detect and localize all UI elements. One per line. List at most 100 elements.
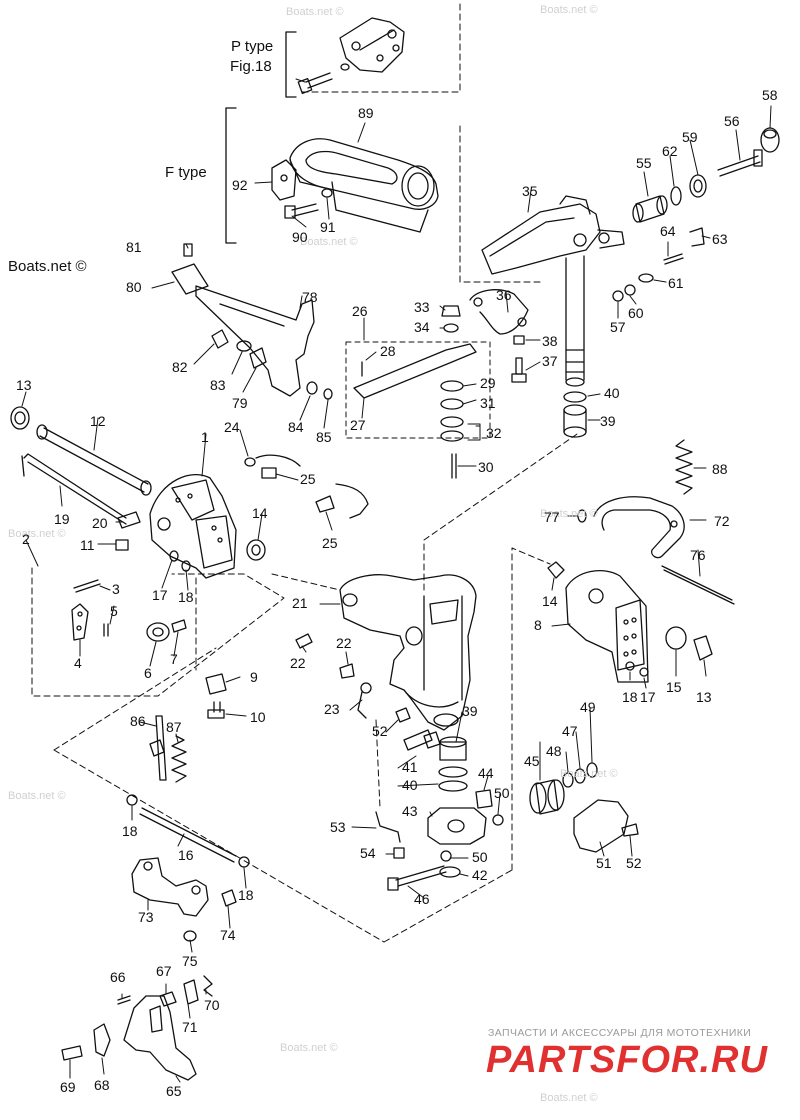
part-label-40: 40 <box>402 777 418 793</box>
part-36-drawing <box>469 289 529 335</box>
part-86-drawing <box>149 715 167 781</box>
part-72-drawing <box>593 496 685 559</box>
part-82-83-79-drawing <box>211 329 267 369</box>
part-label-11: 11 <box>80 537 95 553</box>
part-8-drawing <box>565 570 649 683</box>
f-type-label: F type <box>165 164 207 181</box>
p-type-label: P type <box>231 38 274 55</box>
lower-dashed-lines <box>53 431 581 943</box>
part-label-18: 18 <box>178 589 194 605</box>
part-label-87: 87 <box>166 719 182 735</box>
part-label-75: 75 <box>182 953 198 969</box>
part-55-drawing <box>632 195 668 223</box>
part-label-30: 30 <box>478 459 494 475</box>
part-label-60: 60 <box>628 305 644 321</box>
part-92-drawing <box>271 159 297 201</box>
part-18c-drawing <box>126 794 138 806</box>
part-74-drawing <box>221 889 237 907</box>
boats-net-watermark-faint: Boats.net © <box>560 768 618 780</box>
part-label-56: 56 <box>724 113 740 129</box>
part-label-36: 36 <box>496 287 512 303</box>
part-label-1: 1 <box>201 429 209 445</box>
part-label-68: 68 <box>94 1077 110 1093</box>
part-13a-drawing <box>10 406 30 430</box>
boats-net-watermark-faint: Boats.net © <box>286 6 344 18</box>
part-73-drawing <box>131 857 209 917</box>
brand-tagline: ЗАПЧАСТИ И АКСЕССУАРЫ ДЛЯ МОТОТЕХНИКИ <box>488 1027 752 1039</box>
part-label-84: 84 <box>288 419 304 435</box>
part-6-7-drawing <box>146 619 187 642</box>
part-label-79: 79 <box>232 395 248 411</box>
part-label-40: 40 <box>604 385 620 401</box>
part-39b-40b-41-drawing <box>438 736 468 792</box>
part-58-drawing <box>760 127 780 153</box>
part-18d-drawing <box>238 856 250 868</box>
part-label-70: 70 <box>204 997 220 1013</box>
part-label-27: 27 <box>350 417 366 433</box>
part-label-46: 46 <box>414 891 430 907</box>
part-37-38-drawing <box>511 335 527 383</box>
part-label-71: 71 <box>182 1019 198 1035</box>
part-label-7: 7 <box>170 651 178 667</box>
part-label-83: 83 <box>210 377 226 393</box>
part-26-box <box>345 341 491 439</box>
part-label-18: 18 <box>622 689 638 705</box>
part-label-3: 3 <box>112 581 120 597</box>
part-53-54-drawing <box>375 811 405 859</box>
p-type-bracket-part <box>297 17 405 94</box>
part-label-2: 2 <box>22 531 30 547</box>
part-label-81: 81 <box>126 239 142 255</box>
part-68-69-drawing <box>61 1023 111 1061</box>
part-label-16: 16 <box>178 847 194 863</box>
part-5-drawing <box>103 623 109 637</box>
part-label-31: 31 <box>480 395 496 411</box>
part-label-52: 52 <box>626 855 642 871</box>
part-label-8: 8 <box>534 617 542 633</box>
part-21-drawing <box>339 574 477 731</box>
part-label-77: 77 <box>544 509 560 525</box>
part-3-drawing <box>73 579 101 593</box>
part-label-62: 62 <box>662 143 678 159</box>
part-20-11-drawing <box>115 511 141 551</box>
part-label-24: 24 <box>224 419 240 435</box>
part-label-51: 51 <box>596 855 612 871</box>
part-label-29: 29 <box>480 375 496 391</box>
part-1-drawing <box>149 473 237 579</box>
part-label-22: 22 <box>290 655 306 671</box>
part-52a-drawing <box>395 707 441 751</box>
part-62-59-drawing <box>670 174 707 206</box>
part-label-19: 19 <box>54 511 70 527</box>
part-23-drawing <box>357 682 372 719</box>
part-label-66: 66 <box>110 969 126 985</box>
part-label-17: 17 <box>640 689 656 705</box>
part-label-85: 85 <box>316 429 332 445</box>
f-type-bracket <box>225 107 237 244</box>
part-label-34: 34 <box>414 319 430 335</box>
part-label-6: 6 <box>144 665 152 681</box>
boats-net-watermark-faint: Boats.net © <box>8 790 66 802</box>
part-81-80-drawing <box>171 243 209 295</box>
part-84-85-drawing <box>306 381 333 400</box>
boats-net-watermark: Boats.net © <box>8 258 87 275</box>
part-25-drawing <box>261 467 335 513</box>
part-15-13b-drawing <box>625 626 713 677</box>
part-label-49: 49 <box>580 699 596 715</box>
boats-net-watermark-faint: Boats.net © <box>540 1092 598 1104</box>
part-label-23: 23 <box>324 701 340 717</box>
part-label-64: 64 <box>660 223 676 239</box>
part-label-18: 18 <box>122 823 138 839</box>
part-76-drawing <box>661 565 735 605</box>
part-label-33: 33 <box>414 299 430 315</box>
part-label-55: 55 <box>636 155 652 171</box>
part-label-13: 13 <box>696 689 712 705</box>
part-2-box <box>31 567 285 697</box>
part-label-67: 67 <box>156 963 172 979</box>
part-label-88: 88 <box>712 461 728 477</box>
partsfor-logo: PARTSFOR.RU <box>486 1040 767 1080</box>
part-46-drawing <box>387 865 447 891</box>
part-label-44: 44 <box>478 765 494 781</box>
part-label-89: 89 <box>358 105 374 121</box>
part-label-14: 14 <box>252 505 268 521</box>
part-label-72: 72 <box>714 513 730 529</box>
part-label-12: 12 <box>90 413 106 429</box>
